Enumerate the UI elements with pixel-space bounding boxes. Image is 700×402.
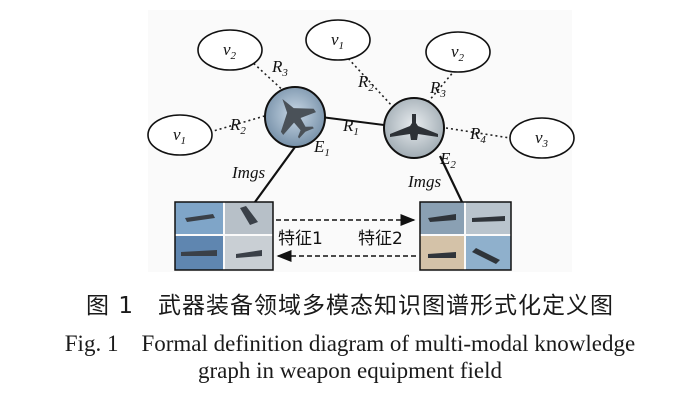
label-imgs-left: Imgs: [231, 163, 265, 182]
caption-chinese: 图 1 武器装备领域多模态知识图谱形式化定义图: [86, 293, 614, 319]
label-v1-top: v1: [331, 30, 344, 52]
label-r3-left: R3: [271, 57, 288, 79]
image-grid-right: [419, 201, 512, 271]
label-feature-2: 特征2: [358, 229, 403, 249]
imgs-link-right: [439, 155, 463, 203]
label-imgs-right: Imgs: [407, 172, 441, 191]
node-v3-right: [509, 117, 575, 159]
label-v2-left: v2: [223, 40, 237, 62]
node-v1-left: [147, 114, 213, 156]
label-v2-right: v2: [451, 42, 465, 64]
link-e2-v1: [344, 54, 394, 108]
caption-english-line2: graph in weapon equipment field: [197, 358, 503, 383]
entity-e2-image: [383, 97, 445, 159]
label-r3-right: R3: [429, 78, 446, 100]
imgs-link-left: [254, 146, 296, 203]
link-e1-v2: [249, 59, 289, 96]
node-v2-left: [197, 29, 263, 71]
node-v1-top: [305, 19, 371, 61]
caption-english-line1: Fig. 1 Formal definition diagram of mult…: [64, 331, 636, 356]
label-r4: R4: [469, 124, 486, 146]
label-feature-1: 特征1: [278, 229, 323, 249]
label-v3-right: v3: [535, 128, 549, 150]
label-r1: R1: [342, 116, 359, 138]
link-e1-e2: [320, 116, 385, 126]
label-r2-right: R2: [357, 72, 374, 94]
image-grid-left: [174, 201, 274, 271]
label-r2-left: R2: [229, 115, 246, 137]
label-e2: E2: [439, 149, 456, 171]
label-v1-left: v1: [173, 125, 186, 147]
knowledge-graph-diagram: v2 v1 v1 v2 v3 R3 R2 R1 R2 R3 R4 E1 E2 I…: [147, 19, 575, 271]
node-v2-right: [425, 31, 491, 73]
link-e2-v2: [427, 69, 456, 103]
link-e2-v3: [445, 127, 511, 139]
entity-e1-image: [264, 86, 326, 148]
link-e1-v1: [209, 114, 269, 133]
label-e1: E1: [313, 137, 330, 159]
